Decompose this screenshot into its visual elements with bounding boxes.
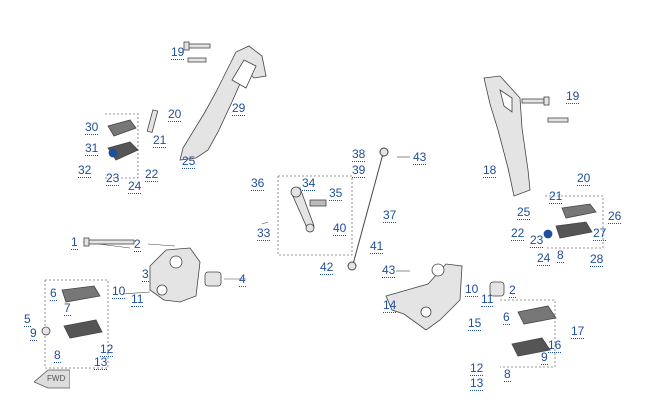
- group-box-30-31: [105, 113, 139, 179]
- front-direction-arrow-icon: [34, 369, 70, 389]
- callout-25[interactable]: 25: [517, 205, 531, 220]
- callout-26[interactable]: 26: [608, 209, 622, 224]
- callout-9[interactable]: 9: [30, 326, 37, 341]
- callout-4[interactable]: 4: [239, 272, 246, 287]
- callout-43[interactable]: 43: [382, 263, 396, 278]
- callout-9[interactable]: 9: [541, 350, 548, 365]
- callout-13[interactable]: 13: [470, 376, 484, 391]
- callout-2[interactable]: 2: [134, 237, 141, 252]
- callout-25[interactable]: 25: [182, 154, 196, 169]
- callout-8[interactable]: 8: [54, 348, 61, 363]
- callout-19[interactable]: 19: [566, 89, 580, 104]
- callout-10[interactable]: 10: [465, 282, 479, 297]
- callout-31[interactable]: 31: [85, 141, 99, 156]
- callout-20[interactable]: 20: [168, 107, 182, 122]
- callout-3[interactable]: 3: [142, 267, 149, 282]
- bracket-3: [149, 247, 201, 303]
- callout-34[interactable]: 34: [302, 176, 316, 191]
- callout-24[interactable]: 24: [537, 251, 551, 266]
- callout-18[interactable]: 18: [483, 163, 497, 178]
- group-box-5: [44, 279, 109, 369]
- callout-21[interactable]: 21: [549, 189, 563, 204]
- callout-23[interactable]: 23: [530, 233, 544, 248]
- callout-43[interactable]: 43: [413, 150, 427, 165]
- bolt-19b: [521, 96, 569, 123]
- callout-21[interactable]: 21: [153, 133, 167, 148]
- bracket-18: [483, 75, 531, 197]
- callout-40[interactable]: 40: [333, 221, 347, 236]
- callout-27[interactable]: 27: [593, 226, 607, 241]
- spacer-2b: [489, 281, 505, 297]
- footpeg-26-27: [543, 203, 597, 239]
- brake-pedal-29: [179, 45, 267, 161]
- callout-6[interactable]: 6: [50, 286, 57, 301]
- callout-30[interactable]: 30: [85, 120, 99, 135]
- callout-32[interactable]: 32: [78, 163, 92, 178]
- bolt-1: [83, 237, 135, 247]
- callout-37[interactable]: 37: [383, 208, 397, 223]
- callout-36[interactable]: 36: [251, 176, 265, 191]
- footpeg-17: [511, 305, 557, 357]
- spacer-4: [204, 271, 222, 287]
- callout-11[interactable]: 11: [481, 292, 494, 307]
- callout-22[interactable]: 22: [511, 226, 525, 241]
- footpeg-30-31: [107, 119, 139, 161]
- callout-23[interactable]: 23: [106, 171, 120, 186]
- shift-lever-34: [290, 186, 327, 233]
- direction-label: FWD: [47, 374, 66, 383]
- group-box-17: [500, 299, 556, 368]
- callout-20[interactable]: 20: [577, 171, 591, 186]
- callout-41[interactable]: 41: [370, 239, 384, 254]
- shift-rod-37: [347, 147, 389, 271]
- callout-6[interactable]: 6: [503, 310, 510, 325]
- callout-39[interactable]: 39: [352, 163, 366, 178]
- callout-1[interactable]: 1: [71, 235, 78, 250]
- callout-16[interactable]: 16: [548, 338, 562, 353]
- callout-38[interactable]: 38: [352, 147, 366, 162]
- callout-22[interactable]: 22: [145, 167, 159, 182]
- callout-12[interactable]: 12: [100, 342, 114, 357]
- callout-5[interactable]: 5: [24, 312, 31, 327]
- callout-14[interactable]: 14: [383, 298, 397, 313]
- callout-11[interactable]: 11: [131, 292, 144, 307]
- callout-8[interactable]: 8: [504, 367, 511, 382]
- group-box-26-27: [545, 195, 604, 249]
- callout-7[interactable]: 7: [64, 301, 71, 316]
- callout-19[interactable]: 19: [171, 45, 185, 60]
- callout-33[interactable]: 33: [257, 226, 271, 241]
- bolt-19a: [183, 41, 211, 63]
- callout-29[interactable]: 29: [232, 101, 246, 116]
- callout-42[interactable]: 42: [320, 260, 334, 275]
- callout-12[interactable]: 12: [470, 361, 484, 376]
- callout-17[interactable]: 17: [571, 324, 585, 339]
- callout-13[interactable]: 13: [94, 355, 108, 370]
- callout-35[interactable]: 35: [329, 186, 343, 201]
- callout-15[interactable]: 15: [468, 316, 482, 331]
- footpeg-5: [41, 285, 103, 339]
- callout-8[interactable]: 8: [557, 248, 564, 263]
- callout-24[interactable]: 24: [128, 179, 142, 194]
- callout-28[interactable]: 28: [590, 252, 604, 267]
- bracket-14: [385, 263, 463, 331]
- callout-2[interactable]: 2: [509, 283, 516, 298]
- callout-10[interactable]: 10: [112, 284, 126, 299]
- pin-20a: [146, 109, 159, 133]
- group-box-36: [277, 175, 353, 256]
